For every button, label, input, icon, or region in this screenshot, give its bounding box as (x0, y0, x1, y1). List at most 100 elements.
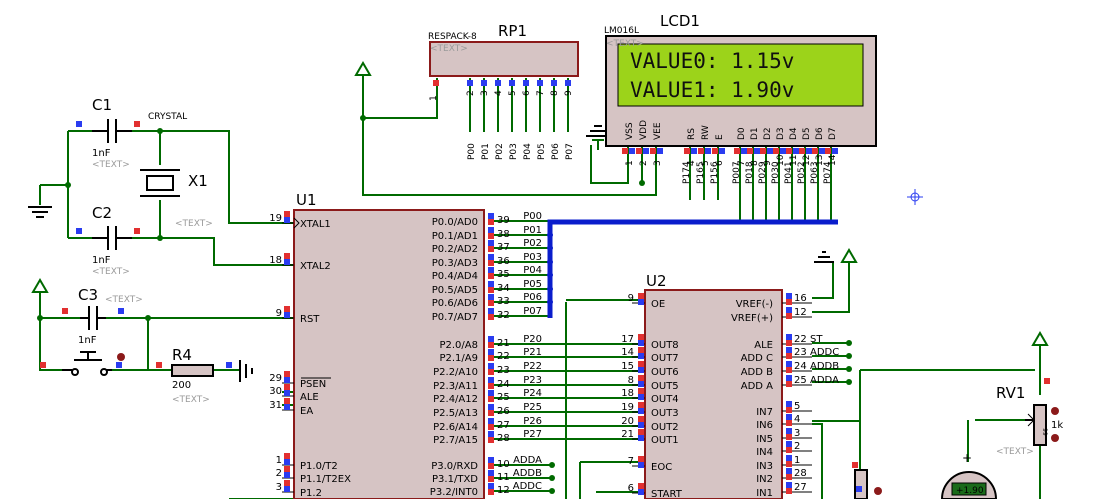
u1-pin-number: 34 (497, 283, 510, 294)
u1-pin-name: P2.0/A8 (439, 340, 478, 351)
lcd-lm016l[interactable]: VALUE0: 1.15v VALUE1: 1.90v LM016L LCD1 … (604, 12, 877, 184)
u1-net-label: P23 (523, 375, 542, 386)
u2-pin-name: IN4 (756, 447, 773, 458)
u1-pin-number: 26 (497, 406, 510, 417)
ground-symbol-r4 (239, 360, 253, 382)
adc-u2[interactable]: U2 9OE17OUT814OUT715OUT68OUT518OUT419OUT… (621, 272, 839, 499)
capacitor-c2[interactable]: C2 1nF <TEXT> (76, 204, 140, 277)
u1-net-label: P05 (523, 279, 542, 290)
u2-pin-number: 24 (794, 361, 807, 372)
u1-pin-number: 25 (497, 392, 510, 403)
u1-net-label: P26 (523, 416, 542, 427)
c1-value: 1nF (92, 148, 111, 159)
u2-pin-name: ALE (754, 340, 773, 351)
rp1-ref: RP1 (498, 22, 527, 40)
rp1-text: <TEXT> (430, 44, 468, 54)
u1-left-pins: 19XTAL118XTAL29RST29PSEN30ALE31EA1P1.0/T… (269, 211, 351, 499)
lcd-net-label: P029 (758, 161, 768, 184)
u2-pin-name: OE (651, 299, 665, 310)
bus-junctions (547, 232, 553, 305)
u1-net-label: P06 (523, 292, 542, 303)
u2-pin-name: IN6 (756, 420, 773, 431)
voltmeter-plus: + (962, 451, 972, 465)
rp1-type: RESPACK-8 (428, 32, 477, 42)
u1-pin-number: 10 (497, 459, 510, 470)
u1-pin-number: 29 (269, 373, 282, 384)
u1-pin-name: P0.5/AD5 (432, 285, 478, 296)
potentiometer-rv1[interactable]: RV1 1k 99 <TEXT> (996, 378, 1063, 457)
rp1-pin1: 1 (429, 95, 439, 101)
u1-net-label: P25 (523, 402, 542, 413)
u1-pin-name: P0.3/AD3 (432, 258, 478, 269)
u2-pin-name: ADD C (741, 353, 773, 364)
u2-pin-name: OUT6 (651, 367, 679, 378)
lcd-pin-name: RS (687, 128, 697, 140)
u1-pin-name: P2.2/A10 (433, 367, 478, 378)
u1-net-label: P04 (523, 265, 542, 276)
reset-push-button[interactable] (40, 351, 125, 376)
u1-ref: U1 (296, 191, 317, 209)
u1-pin-number: 32 (497, 310, 510, 321)
rp1-net-label: P04 (523, 143, 533, 160)
rp1-net-label: P03 (509, 143, 519, 160)
u2-net-label: ADDB (810, 361, 839, 372)
capacitor-c3[interactable]: C3 <TEXT> 1nF (62, 286, 143, 346)
u1-net-label: ADDB (513, 468, 542, 479)
rp1-net-label: P01 (481, 143, 491, 160)
u2-pin-name: OUT8 (651, 340, 679, 351)
u2-pin-number: 1 (794, 455, 800, 466)
u2-pin-number: 3 (794, 428, 800, 439)
u2-pin-number: 2 (794, 441, 800, 452)
u1-pin-number: 36 (497, 256, 510, 267)
u2-pin-number: 8 (628, 375, 634, 386)
bottom-resistor[interactable] (852, 462, 882, 499)
u1-pin-number: 24 (497, 379, 510, 390)
r4-text: <TEXT> (172, 395, 210, 405)
wires (39, 75, 1041, 499)
lcd-type: LM016L (604, 26, 639, 36)
u2-pin-name: IN3 (756, 461, 773, 472)
u1-net-label: P01 (523, 225, 542, 236)
u1-pin-number: 23 (497, 365, 510, 376)
u2-pin-number: 19 (621, 402, 634, 413)
rp1-net-label: P06 (551, 143, 561, 160)
mcu-u1[interactable]: U1 19XTAL118XTAL29RST29PSEN30ALE31EA1P1.… (269, 191, 542, 499)
u2-pin-name: OUT2 (651, 422, 679, 433)
lcd-pin-number: 6 (715, 160, 725, 166)
u2-pin-number: 21 (621, 429, 634, 440)
capacitor-c1[interactable]: C1 1nF <TEXT> (76, 96, 140, 170)
u1-pin-number: 22 (497, 351, 510, 362)
resistor-r4[interactable]: R4 200 <TEXT> (156, 346, 232, 405)
lcd-net-label: P063 (810, 161, 820, 184)
lcd-pin-number: 12 (802, 155, 812, 166)
u1-pin-name: P1.2 (300, 488, 322, 499)
u2-net-label: ADDA (810, 375, 839, 386)
lcd-line-1: VALUE0: 1.15v (630, 49, 794, 73)
c2-value: 1nF (92, 255, 111, 266)
u1-pin-name: P0.2/AD2 (432, 244, 478, 255)
lcd-pin-number: 9 (763, 160, 773, 166)
lcd-pin-number: 2 (639, 160, 649, 166)
u2-pin-number: 25 (794, 375, 807, 386)
resistor-pack-rp1[interactable]: RESPACK-8 RP1 <TEXT> 1 2P003P014P025P036… (428, 22, 579, 160)
u2-pin-number: 14 (621, 347, 634, 358)
crystal-x1[interactable]: CRYSTAL X1 <TEXT> (140, 112, 213, 229)
u1-pin-number: 37 (497, 242, 510, 253)
lcd-pin-name: VDD (639, 120, 649, 140)
lcd-net-label: P052 (797, 161, 807, 184)
u1-pin-number: 27 (497, 420, 510, 431)
lcd-net-label: P165 (696, 161, 706, 184)
u1-net-label: P03 (523, 252, 542, 263)
u1-pin-name: P0.1/AD1 (432, 231, 478, 242)
lcd-pin-number: 3 (653, 160, 663, 166)
x1-type: CRYSTAL (148, 112, 187, 122)
u1-net-label: ADDA (513, 455, 542, 466)
u1-net-label: P00 (523, 211, 542, 222)
lcd-pin-name: D2 (763, 127, 773, 140)
lcd-pin-name: E (715, 134, 725, 140)
u1-pin-number: 39 (497, 215, 510, 226)
lcd-pin-number: 11 (789, 155, 799, 166)
voltmeter[interactable]: +1.90 + (940, 451, 998, 499)
u1-net-label: P20 (523, 334, 542, 345)
